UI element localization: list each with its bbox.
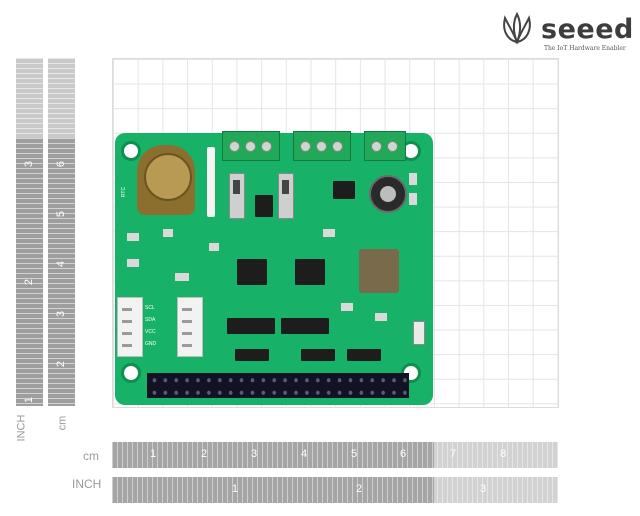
screw-terminal [222,131,280,161]
smd-component [341,303,353,311]
ruler-number: 8 [500,448,507,460]
ruler-number: 2 [201,448,208,460]
screw-terminal [293,131,351,161]
smd-component [323,229,335,237]
ic-chip [301,349,335,361]
silk-label: GND [145,341,157,347]
inductor [359,249,399,293]
smd-component [409,193,417,205]
circuit-board: RTC SCL SDA VCC GND [115,131,433,405]
silk-label: RTC [121,186,128,198]
ruler-number: 2 [23,278,35,286]
slide-switch [229,173,245,219]
horizontal-inch-unit: INCH [72,477,102,491]
smd-component [209,243,219,251]
ruler-number: 7 [450,448,457,460]
ic-chip [333,181,355,199]
ic-chip [347,349,381,361]
grove-connector [177,297,203,357]
smd-component [163,229,173,237]
silk-label: SCL [145,305,155,311]
vertical-inch-unit: INCH [15,414,28,442]
smd-component [127,259,139,267]
label-strip [207,147,215,217]
ruler-number: 1 [232,483,239,495]
slide-switch [278,173,294,219]
ruler-number: 2 [356,483,363,495]
ruler-number: 5 [55,210,67,218]
vertical-inch-ruler: 3 2 1 [16,58,43,406]
ruler-number: 6 [55,160,67,168]
brand-tagline: The IoT Hardware Enabler [544,45,626,52]
ruler-number: 5 [351,448,358,460]
ruler-number: 4 [301,448,308,460]
vertical-cm-ruler: 6 5 4 3 2 1 [48,58,75,412]
silk-label: VCC [145,329,156,335]
mounting-hole [121,141,141,161]
ruler-number: 3 [480,483,487,495]
ruler-number: 3 [23,160,35,168]
ic-chip [255,195,273,217]
smd-component [375,313,387,321]
horizontal-cm-unit: cm [83,449,99,463]
ruler-number: 1 [150,448,157,460]
horizontal-inch-ruler: 1 2 3 [112,477,558,503]
ruler-number: 4 [55,260,67,268]
brand-name: seeed [541,14,634,45]
ruler-number: 3 [251,448,258,460]
ic-chip [237,259,267,285]
ic-chip [281,318,329,334]
silk-label: SDA [145,317,156,323]
vertical-cm-unit: cm [56,415,69,431]
gpio-header [147,373,409,398]
smd-component [175,273,189,281]
grove-connector [117,297,143,357]
screw-terminal [364,131,406,161]
ruler-number: 6 [400,448,407,460]
electrolytic-capacitor [369,175,407,213]
ruler-number: 2 [55,360,67,368]
seeed-lotus-icon [503,12,531,45]
battery-holder [137,145,195,215]
smd-component [409,173,417,185]
coin-cell [144,153,192,201]
smd-component [127,233,139,241]
ruler-number: 3 [55,310,67,318]
ic-chip [235,349,269,361]
ruler-number: 1 [23,396,35,404]
push-button [413,321,425,345]
ic-chip [227,318,275,334]
ruler-number: 1 [55,405,67,413]
horizontal-cm-ruler: 1 2 3 4 5 6 7 8 [112,442,558,468]
mounting-hole [121,363,141,383]
ic-chip [295,259,325,285]
seeed-logo: seeed The IoT Hardware Enabler [497,10,637,52]
